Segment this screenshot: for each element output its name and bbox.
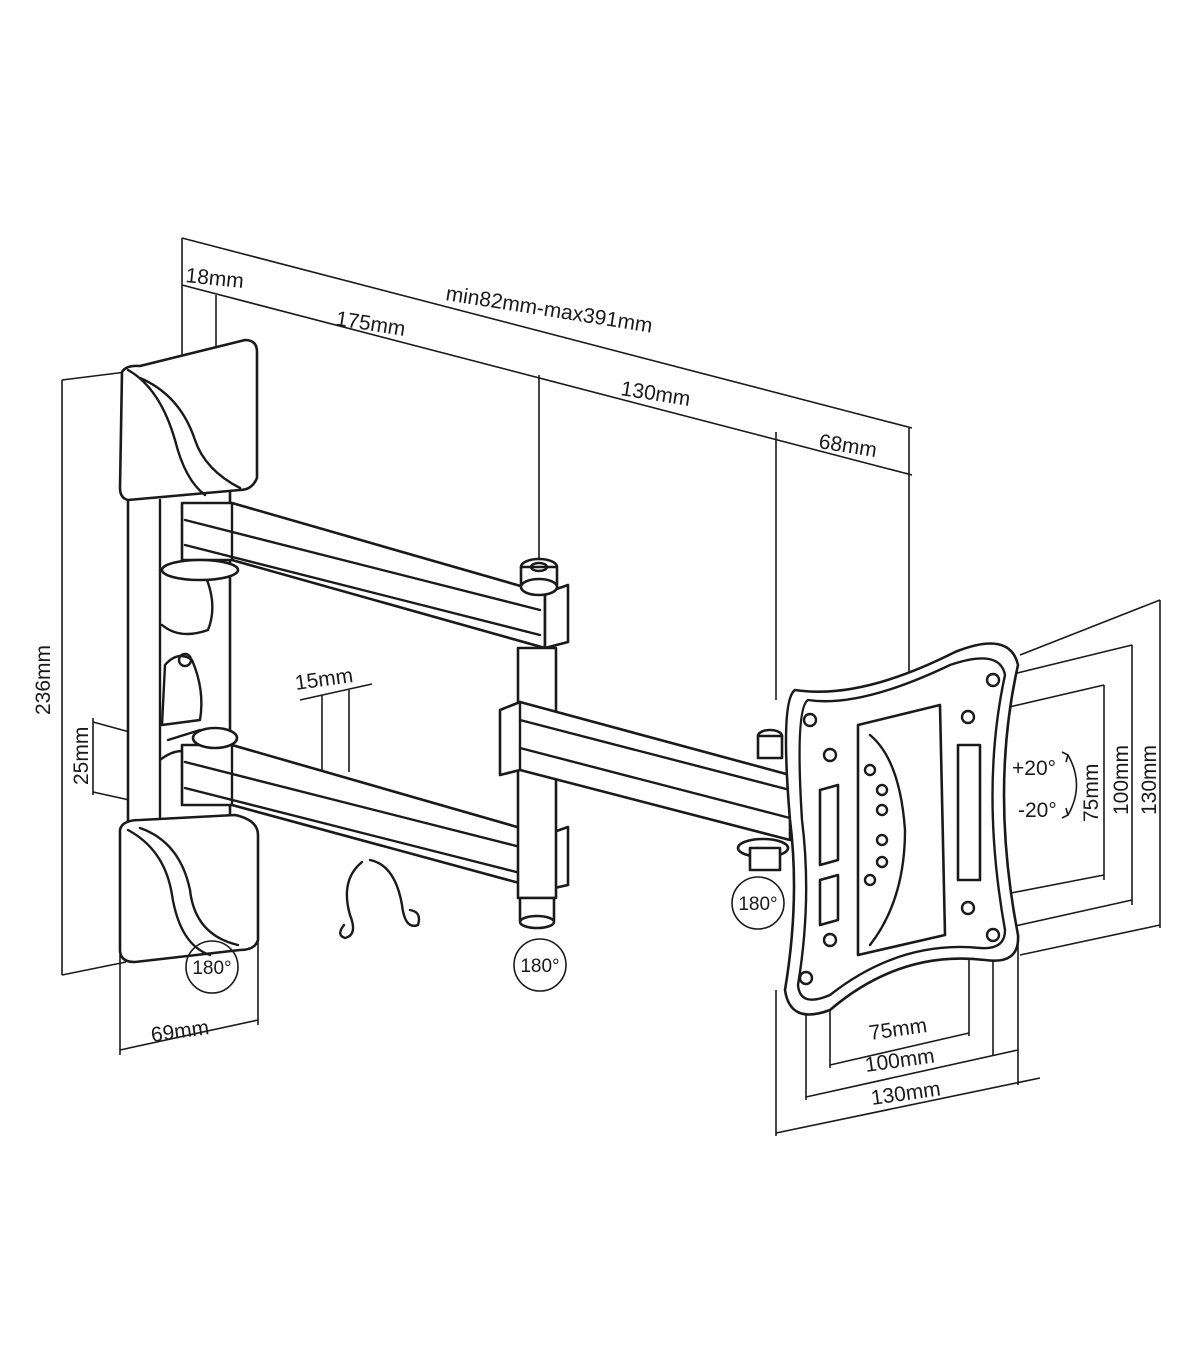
wall-swivel-icon: 180° [185,940,239,994]
label-69mm: 69mm [149,1016,210,1047]
label-25mm: 25mm [70,727,93,785]
arm-swivel-icon: 180° [513,938,567,992]
rotation-indicators: 180° 180° 180° [185,751,1078,994]
second-arm [498,700,792,872]
label-68mm: 68mm [817,430,878,462]
label-175mm: 175mm [334,307,407,341]
label-vesa-h-75: 75mm [867,1014,928,1045]
svg-text:180°: 180° [192,958,231,979]
label-total-depth: min82mm-max391mm [444,282,654,337]
label-vesa-h-130: 130mm [869,1077,942,1110]
tilt-arrow-icon [1067,754,1078,816]
svg-text:180°: 180° [738,894,777,915]
label-tilt-down: -20° [1018,799,1057,822]
vesa-plate [783,642,1020,1016]
wall-plate [118,338,260,964]
label-vesa-v-75: 75mm [1080,764,1103,822]
label-130mm-arm: 130mm [619,377,692,411]
label-vesa-v-130: 130mm [1138,745,1161,815]
dimension-labels: 18mm min82mm-max391mm 175mm 130mm 68mm 2… [32,264,1161,1110]
label-tilt-up: +20° [1012,757,1056,780]
label-vesa-v-100: 100mm [1110,745,1133,815]
label-vesa-h-100: 100mm [863,1044,936,1077]
svg-text:180°: 180° [520,956,559,977]
cable-clip [339,858,421,940]
label-236mm: 236mm [32,645,55,715]
arm-pivot-post [516,646,558,930]
first-arm [160,501,570,892]
head-swivel-icon: 180° [731,876,785,930]
